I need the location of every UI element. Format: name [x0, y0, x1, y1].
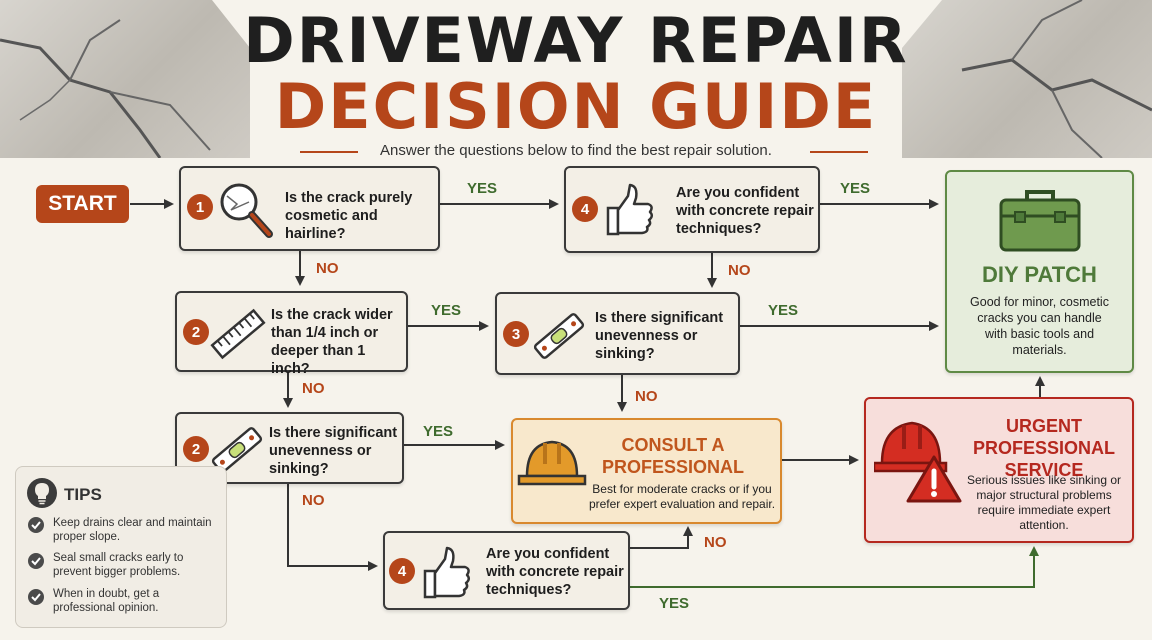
question-number-badge: 2	[183, 436, 209, 462]
question-2-crack-size-box: 2 Is the crack wider than 1/4 inch or de…	[175, 291, 408, 377]
outcome-urgent-description: Serious issues like sinking or major str…	[966, 473, 1122, 532]
start-badge: START	[36, 185, 129, 223]
ruler-icon	[210, 308, 266, 360]
warning-hard-hat-icon	[874, 421, 962, 503]
question-4-top-text: Are you confident with concrete repair t…	[676, 185, 814, 237]
check-icon	[28, 517, 44, 533]
outcome-consult-professional-box: CONSULT A PROFESSIONAL Best for moderate…	[511, 418, 782, 524]
yes-label-q4-bottom: YES	[659, 595, 690, 612]
question-4-top-box: 4 Are you confident with concrete repair…	[564, 166, 820, 253]
question-4-bottom-box: 4 Are you confident with concrete repair…	[383, 531, 630, 610]
outcome-diy-patch-title: DIY PATCH	[982, 262, 1097, 287]
outcome-consult-description: Best for moderate cracks or if you prefe…	[588, 482, 776, 511]
outcome-urgent-title: URGENT PROFESSIONAL SERVICE	[972, 416, 1115, 480]
subtitle-rule-left	[300, 151, 358, 153]
page-title-line2: DECISION GUIDE	[274, 70, 878, 143]
hard-hat-icon	[517, 440, 587, 486]
thumbs-up-icon	[606, 183, 653, 236]
outcome-diy-patch-description: Good for minor, cosmetic cracks you can …	[970, 295, 1109, 357]
page-subtitle: Answer the questions below to find the b…	[380, 142, 772, 159]
lightbulb-icon	[27, 478, 57, 508]
subtitle-rule-right	[810, 151, 868, 153]
page-title-line1: DRIVEWAY REPAIR	[243, 4, 909, 77]
no-label-q2-crack-size: NO	[302, 380, 325, 397]
no-label-q4-bottom: NO	[704, 534, 727, 551]
question-1-text: Is the crack purely cosmetic and hairlin…	[285, 190, 413, 242]
no-label-q2-unevenness: NO	[302, 492, 325, 509]
question-number-badge: 1	[187, 194, 213, 220]
question-1-box: 1 Is the crack purely cosmetic and hairl…	[179, 166, 440, 251]
tip-item-1: Keep drains clear and maintain proper sl…	[53, 517, 212, 543]
no-label-q3: NO	[635, 388, 658, 405]
yes-label-q4-top: YES	[840, 180, 871, 197]
concrete-texture-right	[902, 0, 1152, 158]
question-number-badge: 2	[183, 319, 209, 345]
question-number-badge: 4	[572, 196, 598, 222]
yes-label-q3: YES	[768, 302, 799, 319]
arrow-q2b-no	[287, 484, 378, 571]
question-4-bottom-text: Are you confident with concrete repair t…	[486, 546, 624, 598]
arrow-q4b-yes	[630, 546, 1039, 588]
question-2-crack-size-text: Is the crack wider than 1/4 inch or deep…	[271, 307, 393, 377]
outcome-urgent-service-box: URGENT PROFESSIONAL SERVICE Serious issu…	[864, 397, 1134, 543]
yes-label-q2-crack-size: YES	[431, 302, 462, 319]
question-3-text: Is there significant unevenness or sinki…	[595, 310, 724, 362]
magnifier-icon	[220, 183, 273, 238]
thumbs-up-icon	[423, 546, 470, 599]
concrete-texture-left	[0, 0, 250, 158]
tips-title: TIPS	[64, 485, 102, 504]
arrow-q4b-no	[630, 526, 693, 549]
question-2-unevenness-text: Is there significant unevenness or sinki…	[269, 425, 398, 477]
check-icon	[28, 553, 44, 569]
no-label-q1: NO	[316, 260, 339, 277]
outcome-consult-title: CONSULT A PROFESSIONAL	[601, 435, 744, 477]
no-label-q4-top: NO	[728, 262, 751, 279]
tip-item-2: Seal small cracks early to prevent bigge…	[53, 552, 184, 578]
level-icon	[533, 313, 585, 359]
tip-item-3: When in doubt, get a professional opinio…	[53, 588, 160, 614]
question-3-box: 3 Is there significant unevenness or sin…	[495, 292, 740, 375]
toolbox-icon	[999, 190, 1081, 252]
question-number-badge: 4	[389, 558, 415, 584]
tips-panel: TIPS Keep drains clear and maintain prop…	[15, 466, 227, 628]
check-icon	[28, 589, 44, 605]
yes-label-q2-unevenness: YES	[423, 423, 454, 440]
outcome-diy-patch-box: DIY PATCH Good for minor, cosmetic crack…	[945, 170, 1134, 373]
question-number-badge: 3	[503, 321, 529, 347]
yes-label-q1: YES	[467, 180, 498, 197]
